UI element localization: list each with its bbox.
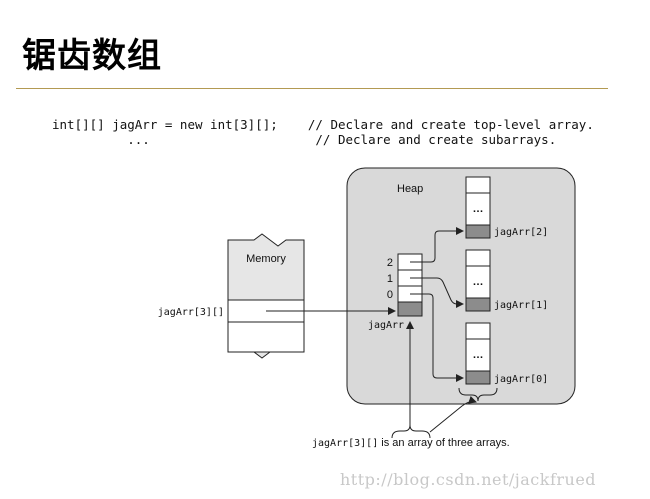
pointer-slot-0: [410, 293, 464, 382]
subarray-2-header: [465, 224, 491, 239]
subarray-2-top-cell: [465, 176, 491, 194]
index-label-1: 1: [387, 273, 393, 285]
diagram-caption: jagArr[3][] is an array of three arrays.: [312, 437, 510, 449]
top-array-header: [397, 301, 423, 317]
pointer-slot-1: [410, 277, 464, 308]
slide-title: 锯齿数组: [22, 36, 162, 76]
caption-text-part: is an array of three arrays.: [378, 437, 509, 449]
caption-mono-part: jagArr[3][]: [312, 438, 378, 449]
index-label-2: 2: [387, 257, 393, 269]
heap-label: Heap: [397, 183, 423, 195]
subarray-2-mid-cell: [465, 192, 491, 226]
memory-label: Memory: [246, 253, 286, 265]
subarray-0-mid-cell: [465, 338, 491, 372]
subarray-1-ellipsis: …: [473, 276, 484, 288]
subarray-1-header: [465, 297, 491, 312]
subarray-0-label: jagArr[0]: [494, 374, 548, 385]
subarray-0-header: [465, 370, 491, 385]
code-line-subarrays: ... // Declare and create subarrays.: [52, 132, 557, 147]
subarray-0-top-cell: [465, 322, 491, 340]
memory-lower-area: [227, 321, 305, 353]
subarray-1-label: jagArr[1]: [494, 300, 548, 311]
subarray-2-label: jagArr[2]: [494, 227, 548, 238]
heap-region: [346, 167, 576, 405]
subarrays-brace: [458, 387, 498, 402]
subarray-1-top-cell: [465, 249, 491, 267]
memory-slot-label: jagArr[3][]: [158, 307, 224, 318]
caption-arrow-to-subarrays: [429, 395, 477, 433]
subarray-2-ellipsis: …: [473, 203, 484, 215]
subarray-0-ellipsis: …: [473, 349, 484, 361]
subarray-1-mid-cell: [465, 265, 491, 299]
index-label-0: 0: [387, 289, 393, 301]
pointer-slot-2: [410, 227, 464, 263]
top-array-label: jagArr: [368, 320, 404, 331]
title-divider: [16, 88, 608, 89]
code-line-declare: int[][] jagArr = new int[3][]; // Declar…: [52, 117, 594, 132]
watermark-url: http://blog.csdn.net/jackfrued: [340, 470, 597, 489]
